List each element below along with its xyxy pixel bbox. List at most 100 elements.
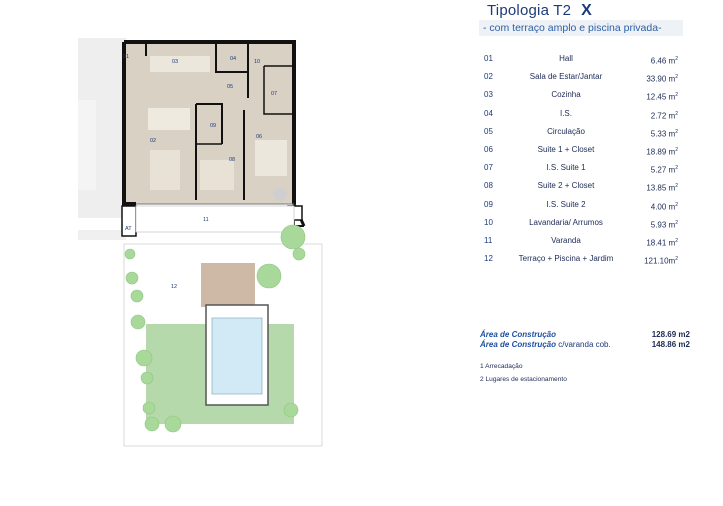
room-row: 05 Circulação 5.33 m2 xyxy=(484,123,684,141)
total-covered-value: 148.86 m2 xyxy=(651,340,690,349)
total-covered-label: Área de Construção xyxy=(480,340,557,349)
total-construction: Área de Construção 128.69 m2 xyxy=(480,330,690,340)
room-row: 03 Cozinha 12.45 m2 xyxy=(484,86,684,104)
room-row: 01 Hall 6.46 m2 xyxy=(484,50,684,68)
room-area-unit-exponent: 2 xyxy=(675,74,678,81)
room-row: 04 I.S. 2.72 m2 xyxy=(484,105,684,123)
plan-label-05: 05 xyxy=(227,84,233,90)
room-area-value: 121.10m xyxy=(644,256,676,266)
close-mark: X xyxy=(581,2,592,19)
room-name: Lavandaria/ Arrumos xyxy=(529,217,603,227)
plan-label-02: 02 xyxy=(150,138,156,144)
plan-label-03: 03 xyxy=(172,59,178,65)
room-name: Terraço + Piscina + Jardim xyxy=(518,254,614,264)
room-area-unit-exponent: 2 xyxy=(675,238,678,244)
plan-label-11: 11 xyxy=(203,217,209,223)
plan-label-08: 08 xyxy=(229,157,235,163)
note-storage: 1 Arrecadação xyxy=(480,363,523,370)
room-number: 11 xyxy=(484,236,493,245)
room-area: 18.41 m2 xyxy=(646,232,678,253)
room-name: Hall xyxy=(559,54,573,63)
room-area-unit-exponent: 2 xyxy=(675,92,678,99)
plan-label-09: 09 xyxy=(210,123,216,129)
total-construction-label: Área de Construção xyxy=(480,330,557,339)
plan-label-06: 06 xyxy=(256,134,262,140)
note-parking: 2 Lugares de estacionamento xyxy=(480,376,567,383)
room-area-unit-exponent: 2 xyxy=(675,219,678,226)
room-number: 07 xyxy=(484,163,493,173)
room-area-value: 5.33 m xyxy=(650,129,676,139)
room-name: Suite 2 + Closet xyxy=(537,181,595,191)
room-area: 2.72 m2 xyxy=(651,105,678,126)
room-area-value: 5.93 m xyxy=(650,220,676,230)
room-number: 03 xyxy=(484,90,493,100)
room-name: I.S. xyxy=(559,108,572,118)
room-number: 06 xyxy=(484,145,493,154)
room-row: 02 Sala de Estar/Jantar 33.90 m2 xyxy=(484,68,684,86)
room-area-value: 2.72 m xyxy=(650,111,676,121)
room-area-unit-exponent: 2 xyxy=(675,128,678,135)
room-area: 12.45 m2 xyxy=(646,86,678,107)
room-area: 33.90 m2 xyxy=(646,68,678,89)
room-area-value: 13.85 m xyxy=(646,184,676,194)
plan-label-07: 07 xyxy=(271,91,277,97)
plan-label-12: 12 xyxy=(171,284,177,290)
total-covered-suffix: c/varanda cob. xyxy=(556,340,611,349)
room-area: 5.93 m2 xyxy=(651,214,678,235)
room-area-unit-exponent: 2 xyxy=(675,201,678,208)
room-number: 05 xyxy=(484,126,493,136)
room-area-value: 5.27 m xyxy=(650,165,676,175)
room-number: 01 xyxy=(484,54,493,63)
room-row: 06 Suite 1 + Closet 18.89 m2 xyxy=(484,141,684,159)
room-area-unit-exponent: 2 xyxy=(675,56,678,62)
room-area-value: 4.00 m xyxy=(650,202,676,212)
room-area-unit-exponent: 2 xyxy=(675,256,678,263)
room-name: I.S. Suite 1 xyxy=(546,163,586,173)
room-area: 6.46 m2 xyxy=(651,50,678,71)
room-row: 08 Suite 2 + Closet 13.85 m2 xyxy=(484,177,684,195)
room-row: 12 Terraço + Piscina + Jardim 121.10m2 xyxy=(484,250,684,268)
plan-label-10: 10 xyxy=(254,59,260,65)
room-area: 5.33 m2 xyxy=(651,123,678,144)
room-area-value: 6.46 m xyxy=(650,56,676,66)
total-construction-covered: Área de Construção c/varanda cob. 148.86… xyxy=(480,340,690,350)
room-area: 13.85 m2 xyxy=(646,177,678,198)
page-subtitle: - com terraço amplo e piscina privada- xyxy=(479,20,683,36)
room-row: 10 Lavandaria/ Arrumos 5.93 m2 xyxy=(484,214,684,232)
room-name: Sala de Estar/Jantar xyxy=(529,72,603,82)
room-area: 5.27 m2 xyxy=(651,159,678,180)
room-area-unit-exponent: 2 xyxy=(675,147,678,153)
plan-label-04: 04 xyxy=(230,56,236,62)
room-area-value: 33.90 m xyxy=(646,74,676,84)
room-area: 18.89 m2 xyxy=(646,141,678,162)
plan-label-01: 01 xyxy=(123,54,129,60)
room-number: 10 xyxy=(484,217,493,227)
room-name: Cozinha xyxy=(551,90,581,100)
room-area: 121.10m2 xyxy=(644,250,678,271)
trees xyxy=(124,224,306,433)
totals: Área de Construção 128.69 m2 Área de Con… xyxy=(480,330,690,350)
page-title: Tipologia T2 X xyxy=(487,2,592,20)
room-name: Circulação xyxy=(547,126,585,136)
room-area-unit-exponent: 2 xyxy=(675,165,678,172)
room-row: 07 I.S. Suite 1 5.27 m2 xyxy=(484,159,684,177)
room-number: 08 xyxy=(484,181,493,191)
deck xyxy=(201,263,255,307)
room-number: 09 xyxy=(484,199,493,209)
room-area-value: 12.45 m xyxy=(646,93,676,103)
room-number: 04 xyxy=(484,108,493,118)
room-area-unit-exponent: 2 xyxy=(675,110,678,117)
room-name: Suite 1 + Closet xyxy=(537,145,595,154)
plan-label-at: AT xyxy=(125,226,132,232)
room-number: 02 xyxy=(484,72,493,82)
room-area-value: 18.89 m xyxy=(646,147,676,157)
room-area-unit-exponent: 2 xyxy=(675,183,678,190)
total-construction-value: 128.69 m2 xyxy=(651,330,690,339)
floor-plan-drawing: 01 03 04 10 05 07 09 02 06 08 11 AT 12 xyxy=(78,38,323,447)
notes: 1 Arrecadação 2 Lugares de estacionament… xyxy=(480,360,567,386)
room-number: 12 xyxy=(484,254,493,264)
room-area-value: 18.41 m xyxy=(646,238,676,248)
title-text: Tipologia T2 xyxy=(487,2,572,19)
